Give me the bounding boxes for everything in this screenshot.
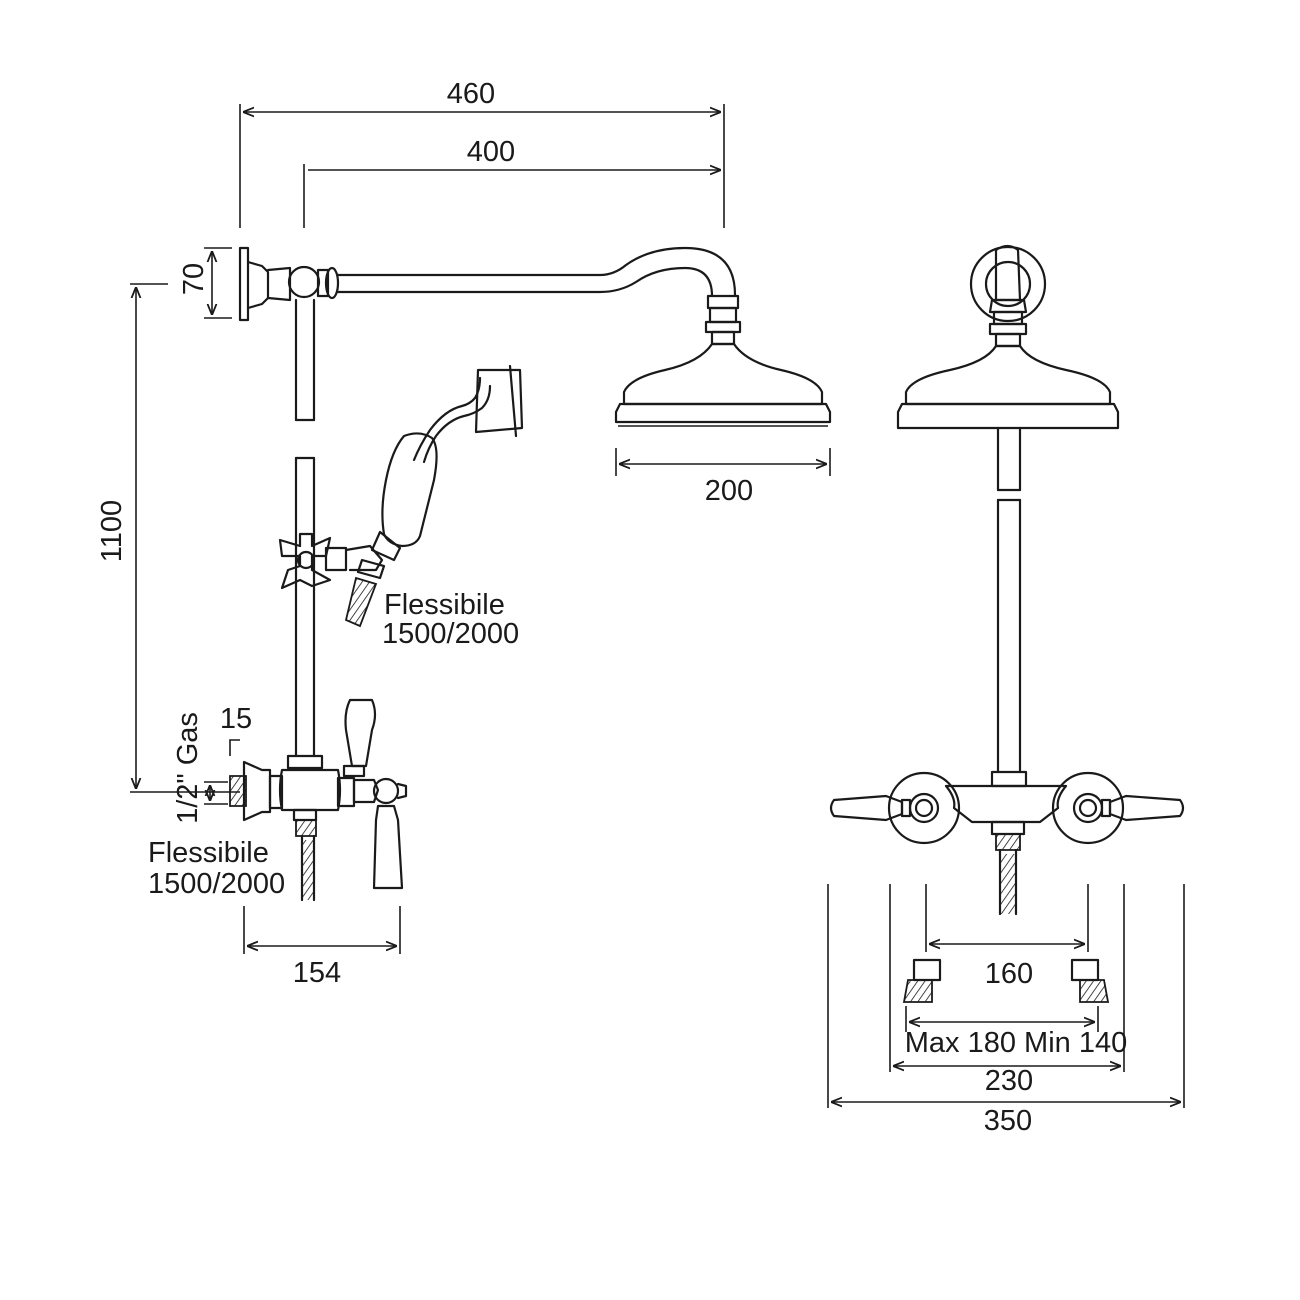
front-view: [829, 244, 1185, 1003]
dim-adjust-range: Max 180 Min 140: [905, 1027, 1127, 1059]
hand-shower: [344, 364, 524, 628]
dim-400: 400: [467, 136, 515, 168]
dimension-lines: [130, 104, 1185, 1108]
dim-154: 154: [293, 957, 341, 989]
dim-1100: 1100: [96, 500, 128, 562]
hose-size-handshower: 1500/2000: [382, 618, 519, 650]
shower-head-side: [614, 342, 832, 427]
wall-flange: [238, 246, 340, 322]
front-mixer: [829, 771, 1185, 916]
dim-350: 350: [984, 1105, 1032, 1137]
dim-160: 160: [985, 958, 1033, 990]
slider-bracket: [278, 532, 384, 590]
eccentric-connectors: [902, 958, 1110, 1003]
hose-label-handshower: Flessibile: [384, 589, 505, 621]
dim-230: 230: [985, 1065, 1033, 1097]
shower-arm: [336, 246, 742, 346]
mixer-body: [229, 754, 408, 902]
thread-spec: 1/2" Gas: [172, 712, 204, 824]
hose-size-mixer: 1500/2000: [148, 868, 285, 900]
dim-200: 200: [705, 475, 753, 507]
hose-label-mixer: Flessibile: [148, 837, 269, 869]
front-riser: [990, 426, 1028, 788]
side-view: [229, 246, 832, 902]
dim-15: 15: [220, 703, 252, 735]
dim-70: 70: [178, 263, 210, 295]
lever-handles-side: [342, 698, 404, 890]
dimension-text: 460 400 70 1100 200 15 1/2" Gas Flessibi…: [96, 78, 1127, 1137]
riser-rail: [294, 298, 316, 758]
dim-460: 460: [447, 78, 495, 110]
front-wall-flange: [969, 244, 1047, 348]
shower-head-front: [896, 344, 1120, 430]
